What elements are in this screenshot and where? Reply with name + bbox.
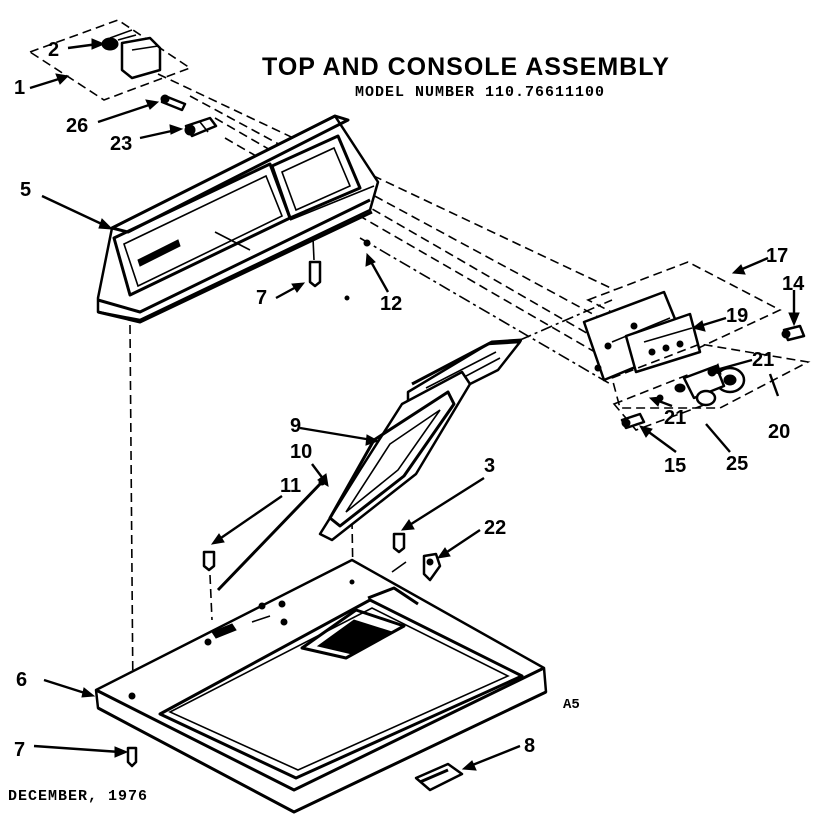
callout-14: 14 — [782, 273, 805, 295]
item-7-screw-upper — [308, 237, 322, 288]
callout-7-upper: 7 — [256, 287, 267, 309]
item-14-knob — [781, 324, 806, 342]
callout-17: 17 — [766, 245, 788, 267]
item-17-control-panel-group — [582, 261, 782, 382]
diagram-title: TOP AND CONSOLE ASSEMBLY — [262, 53, 670, 81]
callout-3: 3 — [484, 455, 495, 477]
item-22-clip — [422, 552, 442, 582]
item-11-rod — [216, 478, 326, 592]
callout-7-lower: 7 — [14, 739, 25, 761]
item-3-screw — [391, 532, 407, 573]
callout-22: 22 — [484, 517, 506, 539]
callout-21-lower: 21 — [664, 407, 686, 429]
model-number: MODEL NUMBER 110.76611100 — [355, 84, 605, 101]
item-23-clip — [184, 116, 218, 138]
item-20-timer-group — [611, 343, 811, 431]
callout-11: 11 — [280, 475, 301, 497]
callout-1: 1 — [14, 77, 25, 99]
callout-26: 26 — [66, 115, 88, 137]
callout-21-upper: 21 — [752, 349, 774, 371]
item-6-top-panel — [94, 558, 548, 814]
callout-19: 19 — [726, 305, 748, 327]
callout-2: 2 — [48, 39, 59, 61]
item-12-pin — [344, 239, 371, 301]
callout-20: 20 — [768, 421, 790, 443]
callout-8: 8 — [524, 735, 535, 757]
item-9-lint-screen — [318, 338, 523, 542]
item-26-screw — [160, 94, 187, 112]
item-10-screw — [202, 550, 216, 572]
item-8-pad — [414, 762, 464, 792]
leader-lines — [29, 38, 800, 771]
callout-10: 10 — [290, 441, 312, 463]
item-15-screw — [620, 412, 646, 430]
item-5-console — [96, 114, 380, 324]
callout-23: 23 — [110, 133, 132, 155]
callout-9: 9 — [290, 415, 301, 437]
callout-15: 15 — [664, 455, 686, 477]
callout-numbers: 1 2 26 23 5 7 12 17 14 19 21 21 20 25 15… — [14, 39, 805, 761]
page-code: A5 — [563, 697, 580, 713]
callout-25: 25 — [726, 453, 748, 475]
item-7-screw-lower — [126, 746, 138, 768]
callout-12: 12 — [380, 293, 402, 315]
callout-5: 5 — [20, 179, 31, 201]
date-stamp: DECEMBER, 1976 — [8, 788, 148, 805]
callout-6: 6 — [16, 669, 27, 691]
